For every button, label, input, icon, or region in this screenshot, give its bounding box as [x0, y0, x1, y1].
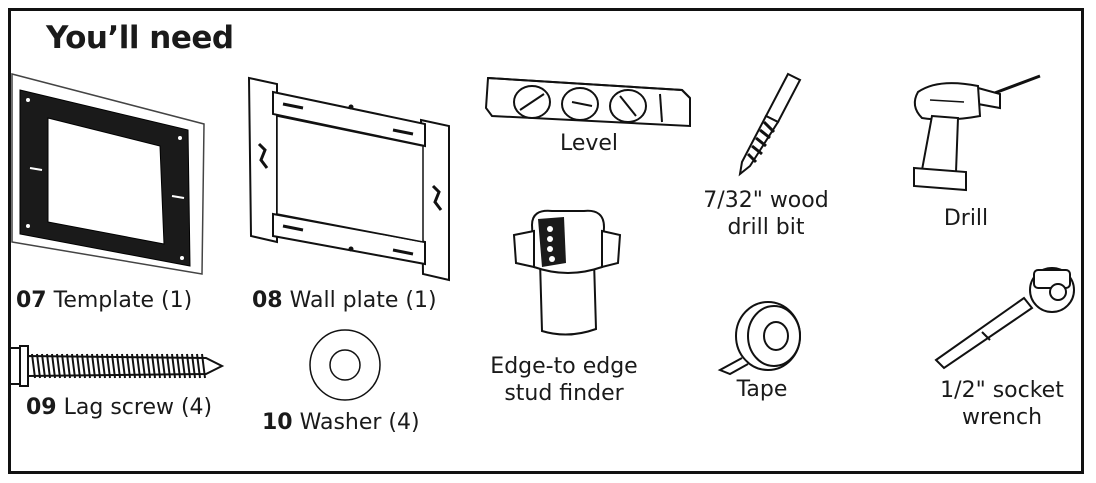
tool-drill-label: Drill [943, 206, 989, 231]
tool-level-label: Level [559, 131, 619, 156]
item-number: 09 [26, 395, 57, 420]
level-icon [484, 76, 691, 128]
item-name: Template (1) [53, 288, 193, 313]
page-title: You’ll need [46, 20, 234, 56]
label-line: wrench [961, 405, 1043, 430]
item-number: 10 [262, 410, 293, 435]
item-lag-screw-label: 09 Lag screw (4) [26, 394, 212, 421]
label-line: Edge-to edge [490, 354, 638, 379]
item-name: Washer (4) [299, 410, 420, 435]
item-name: Lag screw (4) [63, 395, 213, 420]
tool-tape-label: Tape [736, 377, 788, 402]
drill-bit-icon [738, 72, 802, 177]
label-line: stud finder [504, 381, 624, 406]
item-number: 08 [252, 288, 283, 313]
tape-icon [717, 301, 801, 376]
tool-drill-bit-label: 7/32" wood drill bit [703, 187, 828, 241]
tool-socket-wrench-label: 1/2" socket wrench [940, 377, 1064, 431]
tool-stud-finder-label: Edge-to edge stud finder [490, 353, 637, 407]
item-washer-label: 10 Washer (4) [262, 409, 420, 436]
lag-screw-icon [9, 345, 225, 387]
item-template-label: 07 Template (1) [16, 287, 192, 314]
drill-icon [913, 74, 1041, 192]
label-line: drill bit [727, 215, 805, 240]
socket-wrench-icon [934, 267, 1075, 370]
stud-finder-icon [512, 209, 622, 336]
item-name: Wall plate (1) [289, 288, 437, 313]
item-wall-plate-label: 08 Wall plate (1) [252, 287, 437, 314]
label-line: 7/32" wood [703, 188, 829, 213]
page-frame [8, 8, 1084, 474]
wall-plate-icon [247, 76, 450, 282]
item-number: 07 [16, 288, 47, 313]
washer-icon [309, 329, 381, 401]
label-line: 1/2" socket [940, 378, 1064, 403]
template-icon [11, 73, 205, 275]
